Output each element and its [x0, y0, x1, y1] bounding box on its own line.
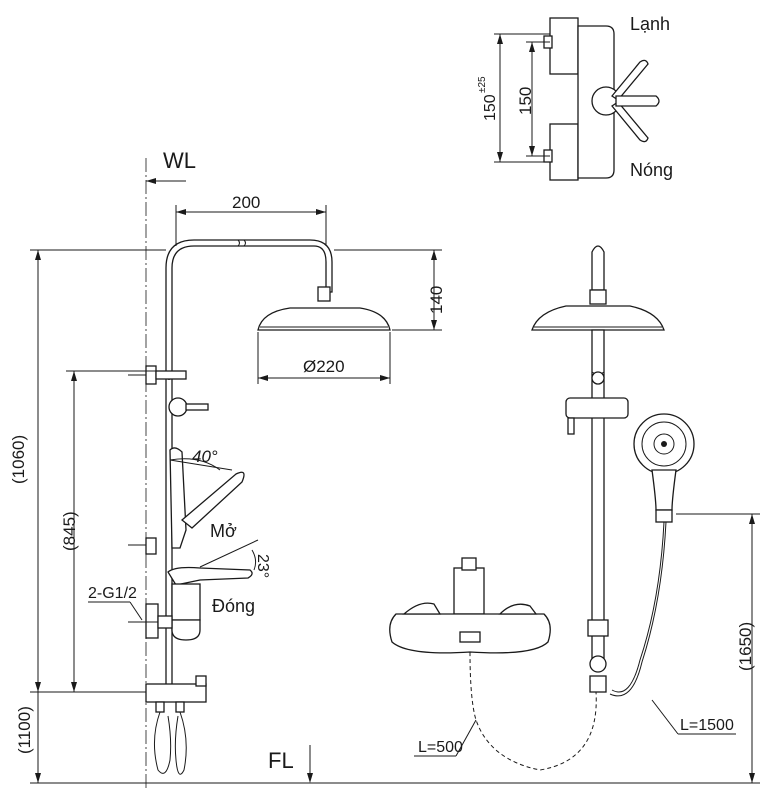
wall-bracket — [145, 365, 157, 385]
rain-shower-head-front — [531, 305, 665, 331]
dim-1650-label: (1650) — [736, 622, 755, 671]
hand-shower-handle — [651, 469, 677, 511]
hose-main — [611, 521, 665, 693]
mixer-cap — [461, 557, 477, 571]
dim-150-tol-sup: ±25 — [477, 76, 488, 93]
wall-line-arrow — [146, 178, 156, 184]
diverter-lever — [185, 403, 209, 411]
hose-connector-dashed — [469, 651, 597, 771]
front-joint-ring — [591, 371, 605, 385]
hose-right-label: L=1500 — [680, 717, 734, 734]
hose-outlet-connector — [589, 675, 607, 693]
dim-140-label: 140 — [427, 286, 446, 314]
rain-shower-head-side — [257, 307, 391, 331]
dim-1060-label: (1060) — [9, 435, 28, 484]
mixer-left-eccentric — [402, 602, 442, 615]
shower-column — [165, 239, 333, 691]
mixer-outlet — [459, 631, 481, 643]
mixer-upper-body — [171, 583, 201, 621]
mixer-right-eccentric — [498, 603, 538, 615]
lower-bracket — [145, 537, 157, 555]
hose-left-label: L=500 — [418, 739, 463, 756]
bracket-arm — [155, 370, 187, 380]
bottom-outlet-body — [145, 683, 207, 703]
floor-line-label: FL — [268, 748, 294, 773]
inlet-connector — [157, 615, 173, 629]
slider-holder — [587, 619, 609, 637]
upper-inlet-block — [549, 17, 579, 75]
front-diverter — [565, 397, 629, 419]
head-connector — [317, 286, 331, 302]
mixer-lever-side — [167, 566, 253, 586]
inlet-thread-label: 2-G1/2 — [88, 585, 137, 602]
hose-outlet-ball — [589, 655, 607, 673]
hand-shower-connector — [655, 509, 673, 523]
dim-845-label: (845) — [60, 511, 79, 551]
bottom-outlet-cap — [195, 675, 207, 687]
angle-23-label: 23° — [254, 554, 271, 578]
wall-line-label: WL — [163, 148, 196, 173]
mixer-top-body — [453, 567, 485, 615]
mixer-lower-body — [171, 619, 201, 641]
open-label: Mở — [210, 521, 237, 541]
handle-detail-view: Lạnh Nóng 150 150 ±25 — [477, 14, 673, 181]
hose-loop-right — [174, 711, 187, 775]
lower-inlet-block — [549, 123, 579, 181]
front-diverter-stem — [567, 417, 575, 435]
angle-40-label: 40° — [192, 447, 218, 466]
floor-line-arrow — [307, 773, 313, 783]
hand-shower-holder — [169, 447, 187, 549]
handle-center-position — [615, 95, 660, 107]
close-label: Đóng — [212, 596, 255, 616]
left-hose-nut — [155, 701, 165, 713]
dim-200-label: 200 — [232, 193, 260, 212]
dim-1100-label: (1100) — [15, 706, 34, 754]
side-view: WL FL 40° — [9, 148, 760, 790]
hose-loop-left — [154, 711, 172, 774]
diverter-knob — [168, 397, 188, 417]
dim-150-label: 150 — [516, 87, 535, 115]
dim-150-tol-label: 150 — [482, 94, 499, 121]
open-angle-line — [199, 539, 259, 568]
angle-arc-23 — [251, 549, 257, 571]
cold-label: Lạnh — [630, 14, 670, 34]
hot-label: Nóng — [630, 160, 673, 180]
dim-220-label: Ø220 — [303, 357, 345, 376]
arm-joint — [237, 239, 246, 247]
mixer-wall-plate — [145, 603, 159, 639]
right-hose-nut — [175, 701, 185, 713]
front-column-top — [591, 245, 605, 291]
handle-cold-position — [611, 59, 649, 101]
front-view: L=500 L=1500 (1650) — [389, 245, 760, 783]
handle-hot-position — [611, 101, 649, 143]
front-head-connector — [589, 289, 607, 305]
hand-shower-side — [180, 471, 245, 529]
